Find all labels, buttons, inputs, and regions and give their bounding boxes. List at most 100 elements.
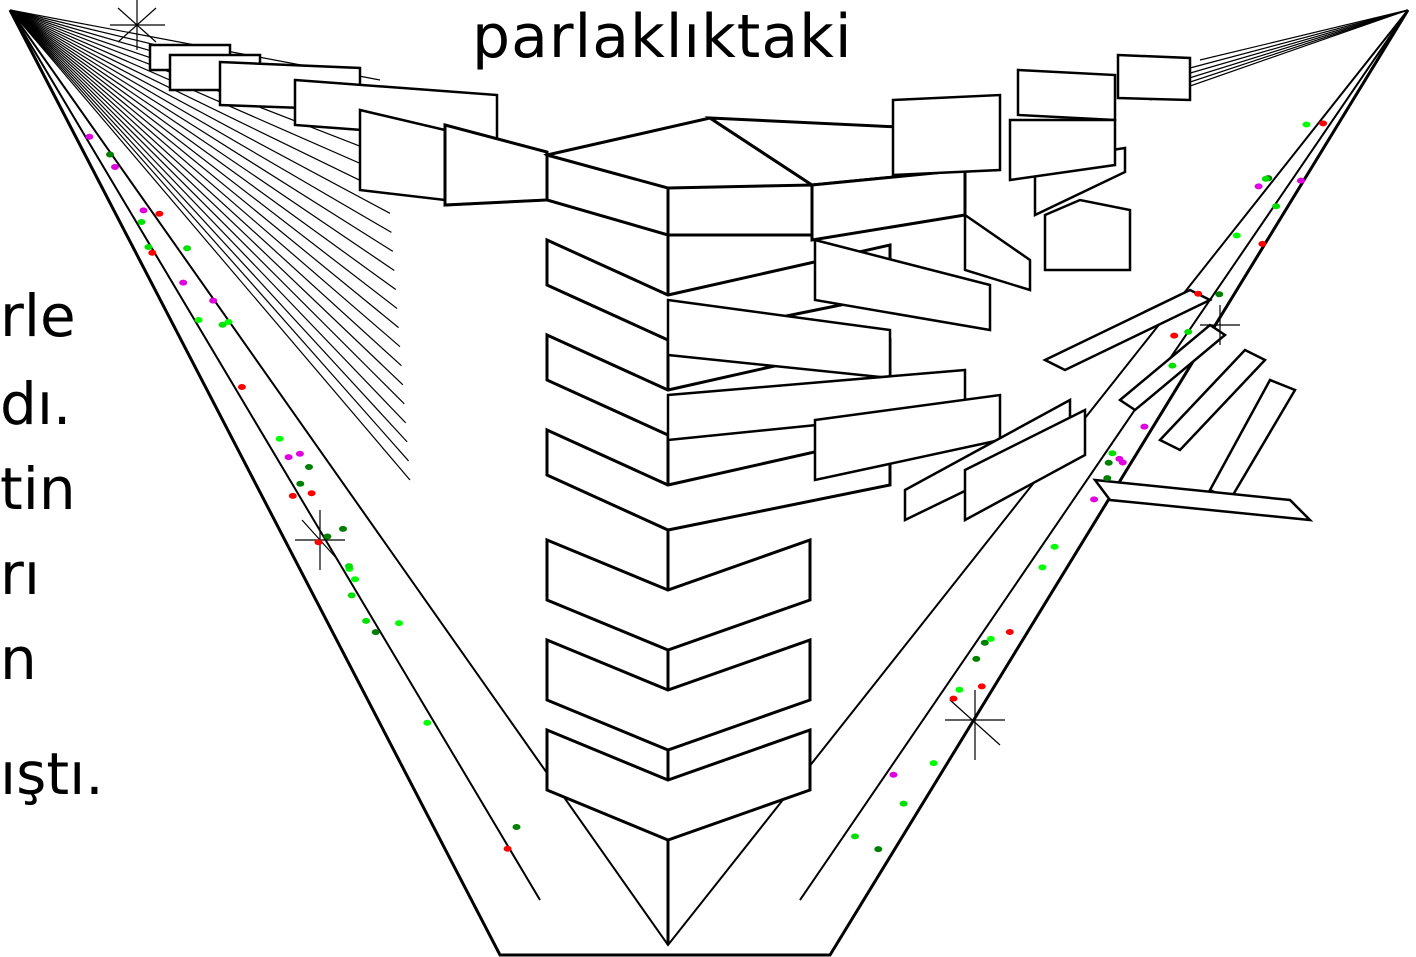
color-dot [395, 620, 403, 627]
perspective-ray [10, 10, 407, 442]
color-dot [288, 492, 297, 499]
color-dot [144, 244, 153, 250]
color-dot [106, 151, 114, 158]
perspective-ray [10, 10, 410, 480]
color-dot [972, 655, 981, 662]
color-dot [503, 845, 512, 852]
color-dot [179, 279, 188, 286]
color-dot [284, 454, 293, 461]
tower-lower-block [547, 540, 810, 840]
color-dot [1005, 629, 1014, 635]
perspective-ray [10, 10, 390, 213]
perspective-ray [10, 10, 391, 232]
color-dot [1104, 459, 1113, 466]
color-dot [1215, 291, 1224, 298]
perspective-ray [1170, 10, 1408, 84]
color-dot [305, 464, 313, 470]
color-dot [1170, 332, 1179, 339]
color-dot [345, 563, 353, 570]
color-dot [1108, 450, 1117, 457]
color-dot [139, 207, 148, 214]
color-dot [194, 317, 203, 323]
floor-slab [547, 430, 890, 530]
perspective-ray [10, 10, 404, 404]
color-dot [351, 576, 359, 583]
color-dot [1319, 120, 1328, 127]
colored-dots [85, 120, 1328, 853]
color-dot [1184, 328, 1193, 335]
color-dot [1140, 423, 1149, 430]
perspective-ray [10, 10, 400, 347]
perspective-ray [10, 10, 397, 309]
color-dot [1090, 496, 1099, 503]
color-dot [423, 719, 432, 726]
color-dot [111, 164, 119, 170]
color-dot [977, 683, 986, 690]
text-fragment-2: dı. [0, 370, 72, 438]
color-dot [929, 760, 938, 767]
text-fragment-5: n [0, 625, 37, 693]
perspective-ray [10, 10, 406, 423]
color-dot [1297, 177, 1305, 184]
color-dot [1254, 183, 1263, 190]
perspective-ray [10, 10, 393, 251]
perspective-ray [10, 10, 399, 328]
right-buildings [668, 55, 1190, 520]
perspective-rays-right [1150, 10, 1408, 100]
color-dot [1232, 232, 1241, 239]
color-dot [237, 384, 246, 390]
color-dot [851, 833, 859, 840]
perspective-ray [1150, 10, 1408, 100]
text-fragment-3: tin [0, 455, 76, 523]
color-dot [183, 245, 192, 252]
sidewalk-lines [10, 10, 1408, 900]
color-dot [1272, 203, 1281, 210]
color-dot [899, 800, 908, 807]
color-dot [1168, 362, 1177, 369]
color-dot [874, 846, 883, 853]
color-dot [1118, 459, 1127, 466]
sparkle-marks [110, 0, 1240, 760]
color-dot [1038, 564, 1047, 571]
perspective-ray [1200, 10, 1408, 60]
color-dot [1261, 175, 1270, 182]
color-dot [323, 533, 332, 540]
text-fragment-1: rle [0, 282, 76, 350]
color-dot [137, 219, 146, 225]
color-dot [85, 133, 94, 140]
color-dot [347, 592, 356, 599]
color-dot [224, 319, 233, 325]
stairs [1045, 290, 1310, 520]
perspective-ray [10, 10, 389, 194]
drawing-title: parlaklıktaki [472, 2, 853, 72]
color-dot [955, 686, 964, 693]
color-dot [371, 629, 380, 636]
text-fragment-6: ıştı. [0, 740, 104, 808]
color-dot [148, 249, 157, 256]
perspective-ray [10, 10, 409, 461]
color-dot [362, 617, 371, 624]
color-dot [986, 635, 995, 642]
perspective-ray [10, 10, 394, 270]
color-dot [295, 450, 304, 457]
perspective-rays [10, 10, 410, 480]
color-dot [1194, 290, 1203, 297]
perspective-ray [1180, 10, 1408, 76]
perspective-ray [1190, 10, 1408, 68]
color-dot [980, 639, 989, 646]
color-dot [275, 435, 284, 442]
color-dot [307, 490, 316, 497]
color-dot [512, 824, 521, 830]
color-dot [1302, 121, 1311, 128]
color-dot [339, 525, 347, 532]
color-dot [1103, 475, 1112, 482]
color-dot [1050, 543, 1059, 550]
color-dot [209, 297, 218, 304]
color-dot [949, 695, 958, 702]
color-dot [218, 321, 227, 328]
text-fragment-4: rı [0, 540, 40, 608]
perspective-ray [1160, 10, 1408, 92]
color-dot [889, 771, 898, 778]
perspective-ray [10, 10, 401, 366]
